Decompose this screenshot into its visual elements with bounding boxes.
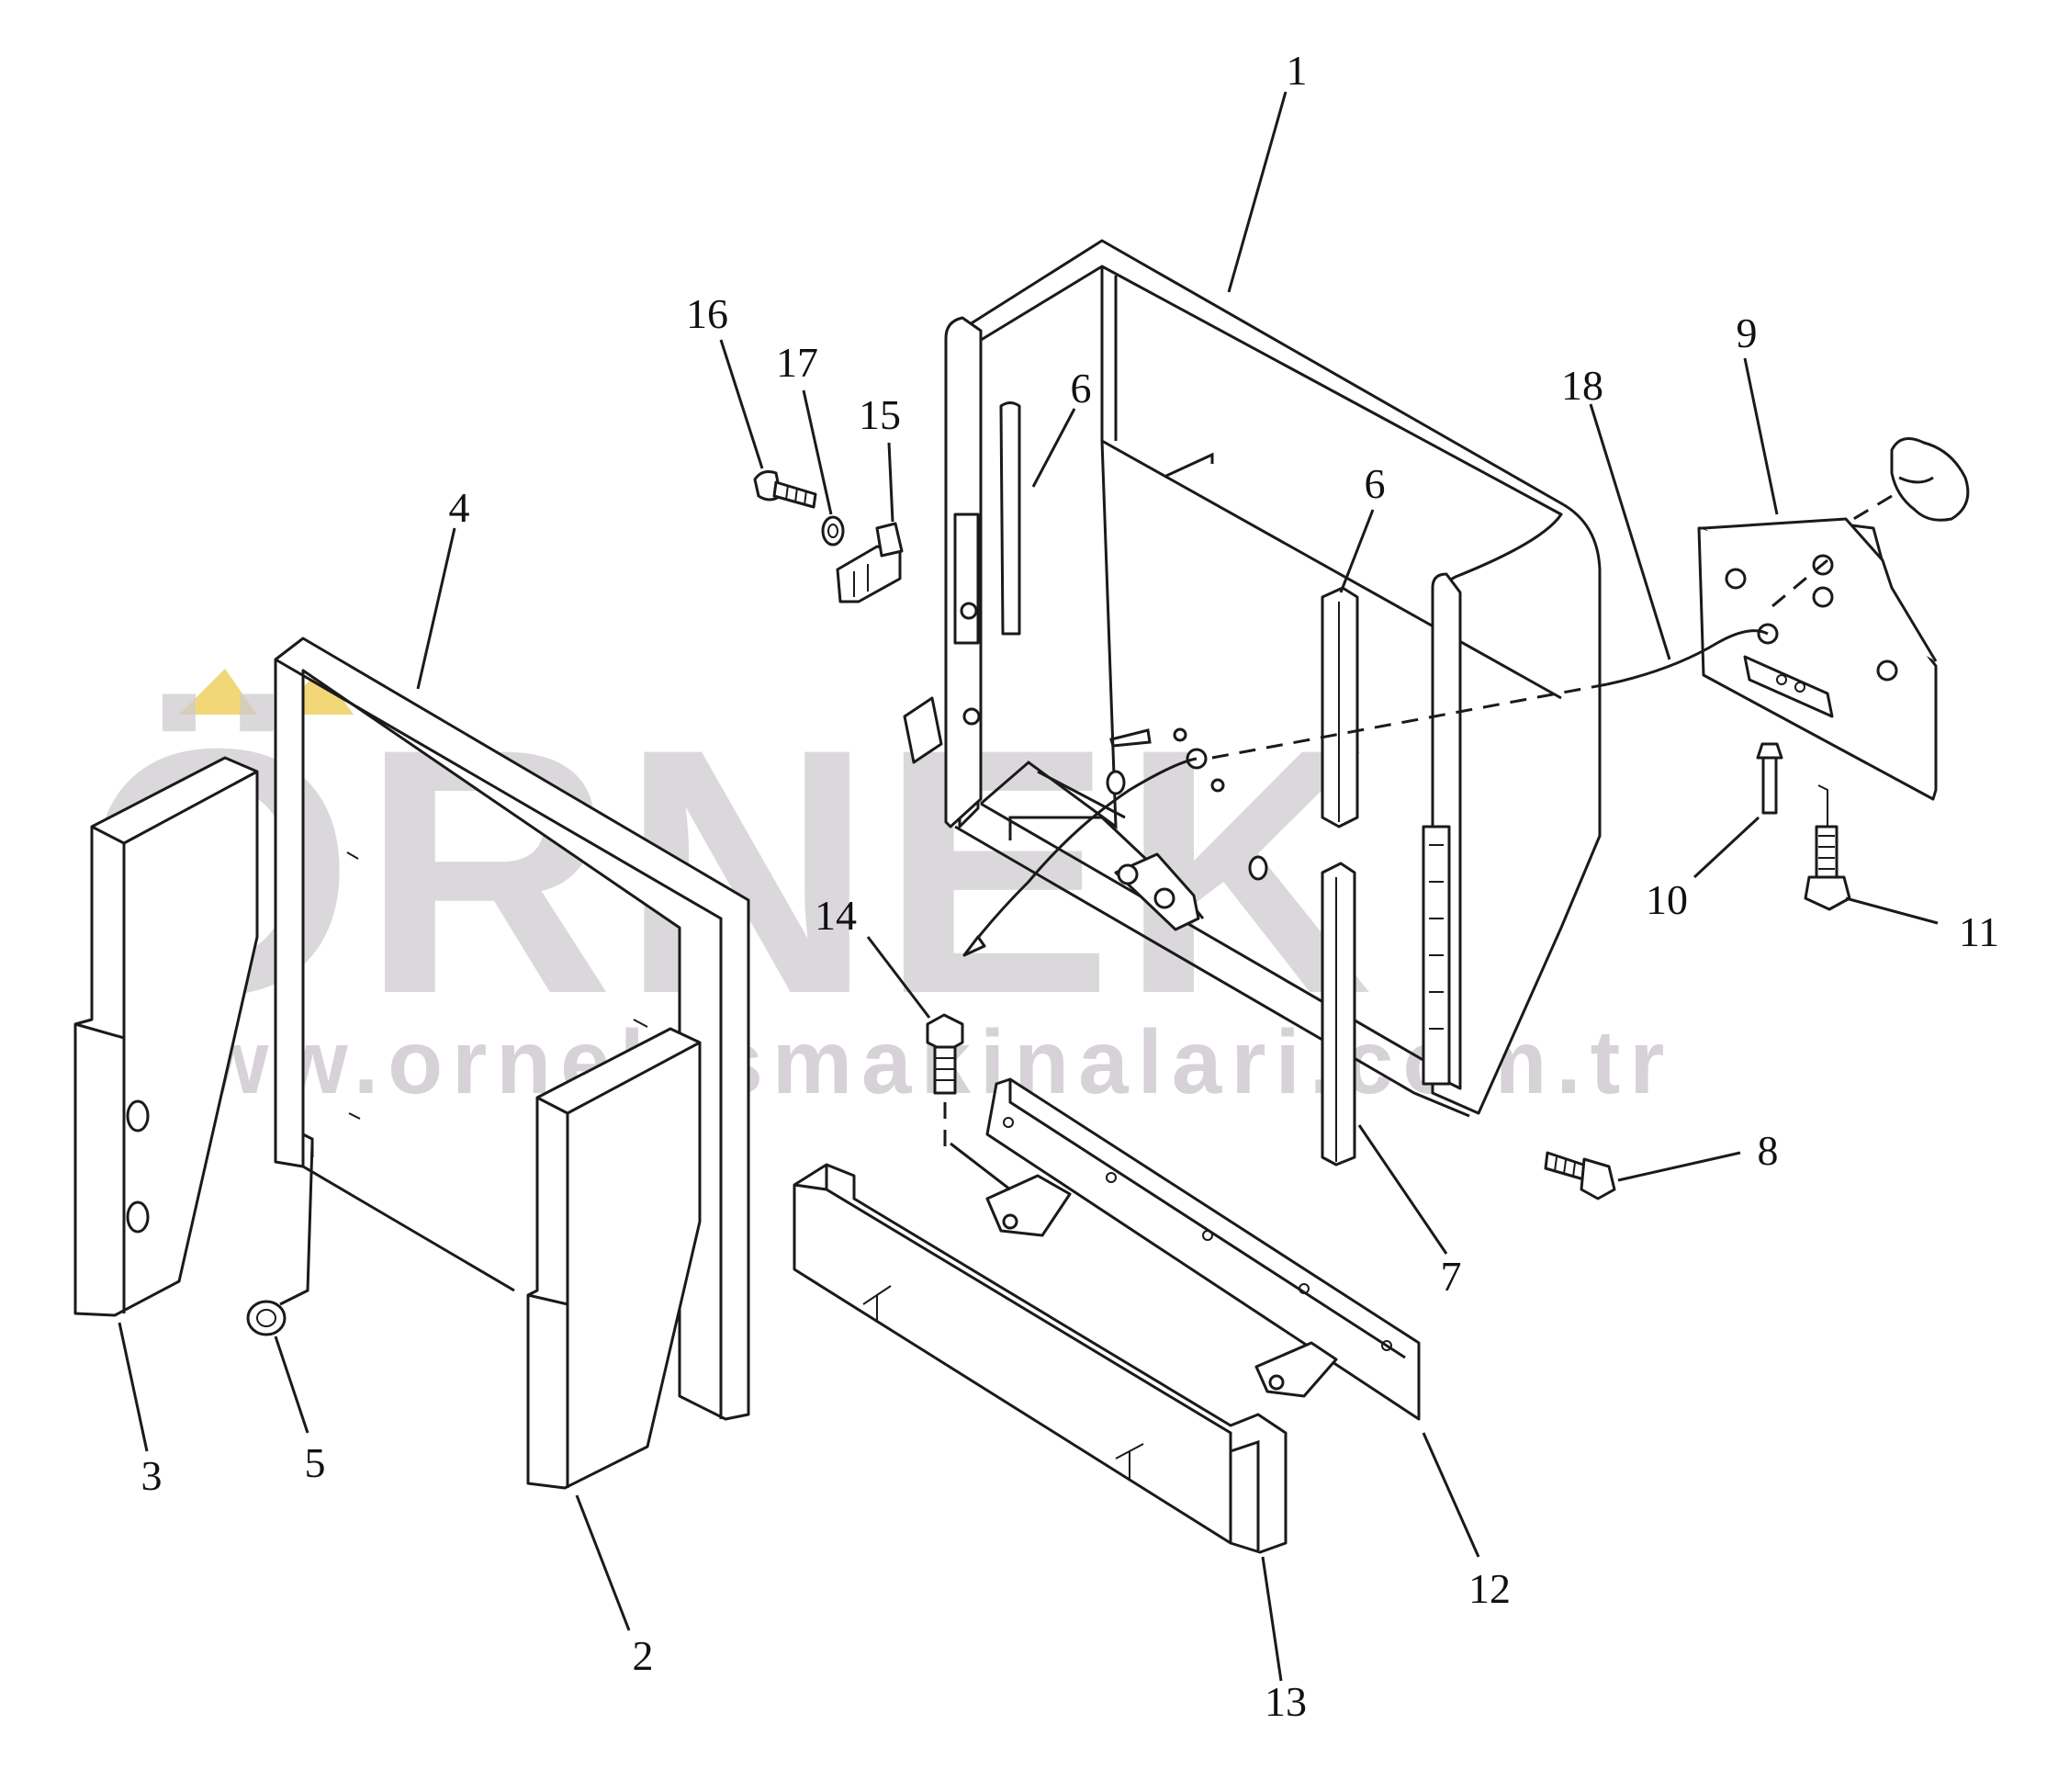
callout-14: 14 <box>815 892 857 939</box>
leader-11 <box>1845 896 1939 925</box>
leader-8 <box>1617 1151 1741 1182</box>
part-16-bolt <box>753 470 817 509</box>
part-15-clip <box>836 522 904 603</box>
part-10-pin <box>1756 742 1783 815</box>
leader-14 <box>866 936 931 1019</box>
callout-6b: 6 <box>1365 460 1386 507</box>
leader-4 <box>416 527 456 690</box>
callout-12: 12 <box>1468 1565 1511 1612</box>
callout-2: 2 <box>633 1632 654 1679</box>
leader-13 <box>1261 1556 1283 1682</box>
callout-16: 16 <box>686 290 728 337</box>
watermark-accent-left <box>179 669 257 715</box>
leader-12 <box>1422 1432 1480 1558</box>
callout-10: 10 <box>1646 876 1688 923</box>
part-7-lower-seal <box>1321 862 1356 1166</box>
part-4-frame <box>274 637 750 1421</box>
callout-1: 1 <box>1287 47 1308 94</box>
part-2-right-block <box>526 1027 702 1490</box>
callout-11: 11 <box>1959 908 1999 955</box>
part-18-cable <box>1211 629 1769 760</box>
leader-6a <box>1031 408 1076 488</box>
leader-16 <box>719 339 764 469</box>
leader-1 <box>1227 91 1288 293</box>
part-14-bolt <box>926 1013 964 1157</box>
part-8-bolt <box>1544 1151 1616 1200</box>
callout-17: 17 <box>776 339 818 386</box>
leader-3 <box>118 1322 149 1452</box>
callout-labels: 1 2 3 4 5 6 6 7 8 9 10 11 12 13 14 15 16… <box>141 47 2000 1725</box>
callout-9: 9 <box>1737 310 1758 356</box>
leader-10 <box>1693 816 1760 879</box>
leader-18 <box>1589 403 1671 660</box>
callout-5: 5 <box>305 1439 326 1486</box>
watermark-url: www.ornekismakinalari.com.tr <box>118 1011 1673 1112</box>
part-6-seals <box>999 401 1359 828</box>
part-1-main-guard <box>903 239 1602 1118</box>
callout-7: 7 <box>1441 1253 1462 1300</box>
part-5-plug <box>246 1143 314 1336</box>
leader-17 <box>802 389 833 515</box>
part-12-rail <box>950 1077 1421 1421</box>
leader-5 <box>274 1336 309 1434</box>
callout-13: 13 <box>1265 1678 1307 1725</box>
leader-9 <box>1743 357 1779 515</box>
leader-lines <box>118 91 1939 1682</box>
part-11-bolt <box>1804 784 1851 911</box>
part-9-bracket <box>1697 437 1970 801</box>
leader-7 <box>1357 1124 1448 1255</box>
part-17-washer <box>821 515 845 547</box>
leader-2 <box>575 1494 631 1631</box>
callout-4: 4 <box>449 484 470 531</box>
part-13-channel <box>793 1163 1288 1554</box>
callout-3: 3 <box>141 1452 163 1499</box>
callout-6a: 6 <box>1071 365 1092 411</box>
part-3-left-block <box>73 756 259 1317</box>
leader-15 <box>887 442 894 523</box>
callout-8: 8 <box>1758 1127 1779 1174</box>
leader-6b <box>1339 509 1375 593</box>
callout-18: 18 <box>1561 362 1603 409</box>
callout-15: 15 <box>859 391 901 438</box>
